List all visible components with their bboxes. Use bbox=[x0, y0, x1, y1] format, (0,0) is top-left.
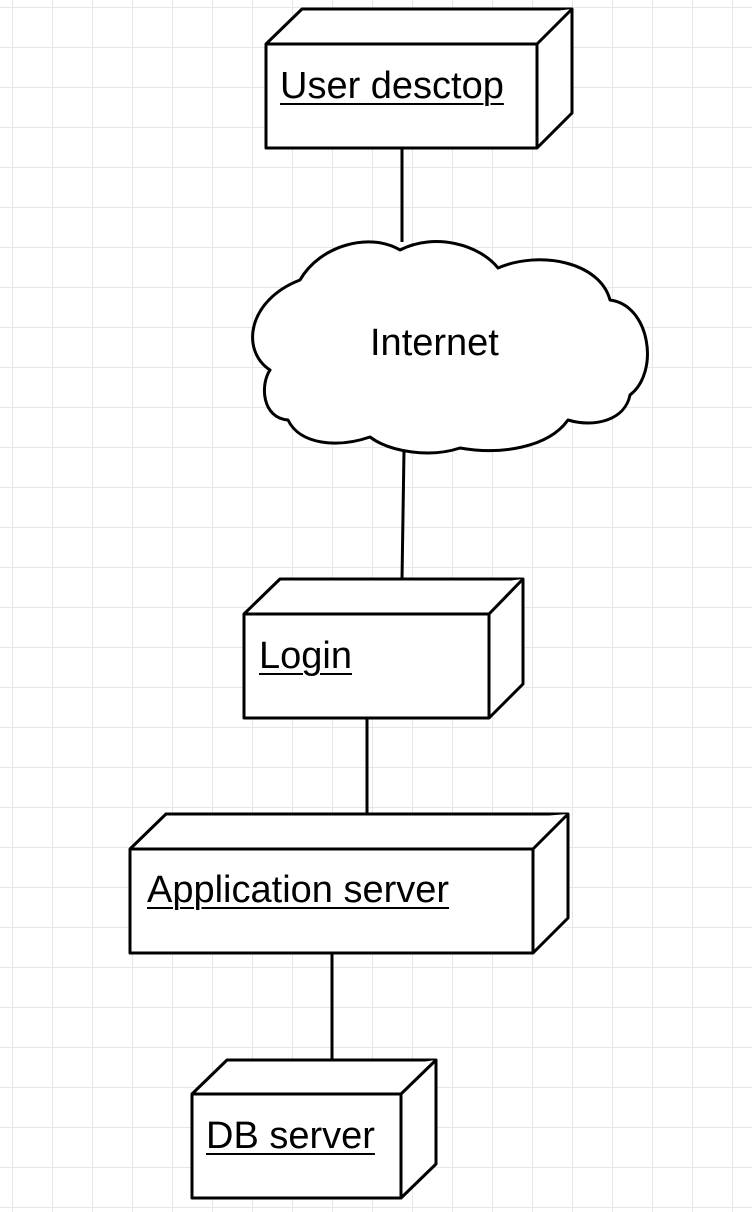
node-label-user-desktop: User desctop bbox=[280, 65, 504, 107]
cloud-internet[interactable] bbox=[251, 240, 649, 455]
node-application-server[interactable] bbox=[128, 812, 570, 955]
cloud-label-internet: Internet bbox=[370, 322, 499, 364]
node-login[interactable] bbox=[242, 577, 525, 720]
node-db-server[interactable] bbox=[190, 1058, 438, 1200]
edge-internet-login bbox=[400, 449, 406, 581]
node-label-login: Login bbox=[259, 635, 352, 677]
node-user-desktop[interactable] bbox=[264, 7, 574, 150]
node-label-application-server: Application server bbox=[147, 869, 450, 911]
node-label-db-server: DB server bbox=[206, 1115, 375, 1157]
